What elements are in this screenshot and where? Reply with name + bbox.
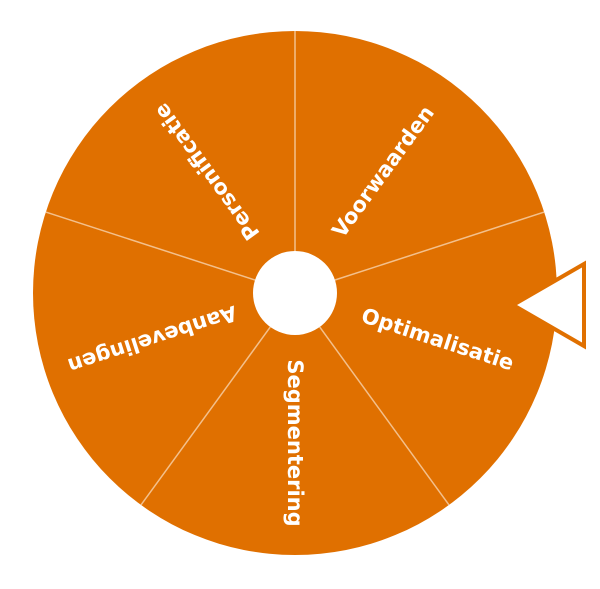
segment-dividers: [45, 31, 545, 506]
segment-divider: [140, 326, 271, 506]
triangle-pointer-icon: [509, 260, 586, 350]
segment-divider: [319, 326, 450, 506]
segment-divider: [334, 211, 545, 281]
wheel-hub: [253, 251, 337, 335]
segment-divider: [45, 211, 256, 281]
segment-label-segmentering: Segmentering: [283, 359, 307, 526]
